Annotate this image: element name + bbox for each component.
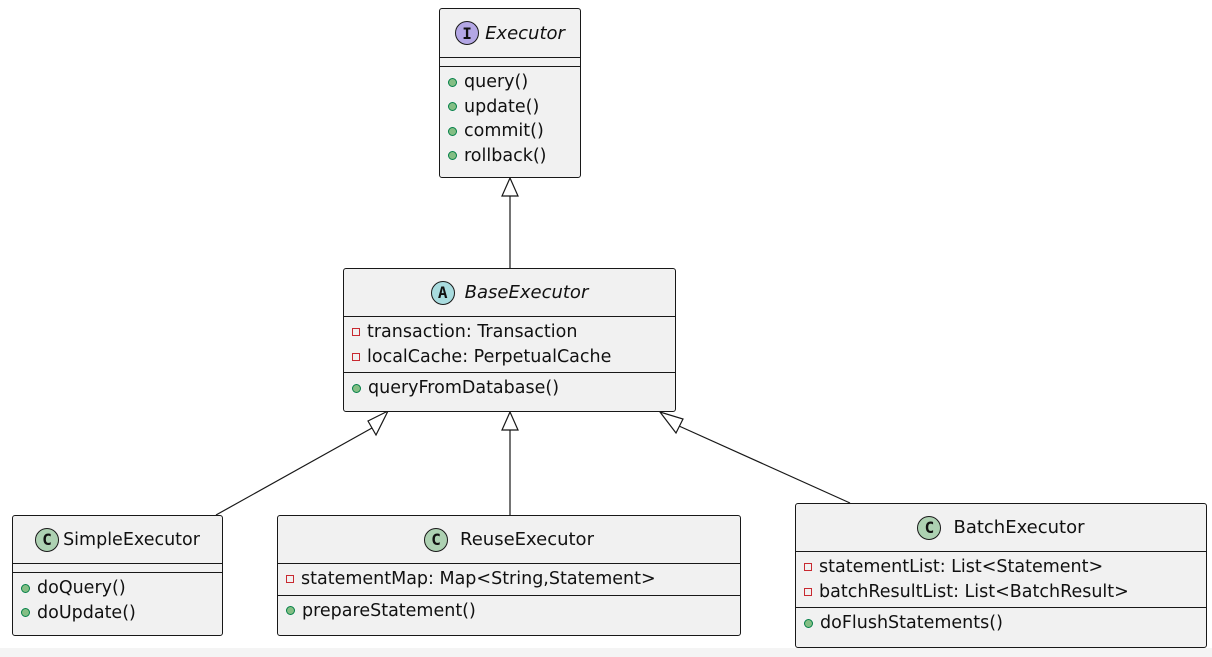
edge-simple-to-base (215, 409, 390, 516)
methods-section: prepareStatement() (278, 596, 740, 627)
methods-section: queryFromDatabase() (344, 373, 675, 404)
field-row: localCache: PerpetualCache (352, 345, 675, 370)
public-icon (804, 618, 813, 628)
public-icon (448, 126, 457, 136)
method-row: doQuery() (21, 576, 222, 601)
class-executor[interactable]: I Executor query() update() commit() rol… (439, 8, 581, 178)
class-header: C ReuseExecutor (278, 516, 740, 564)
method-row: doFlushStatements() (804, 611, 1206, 636)
private-icon (352, 328, 360, 337)
edge-batch-to-base (658, 410, 851, 504)
fields-section: transaction: Transaction localCache: Per… (344, 317, 675, 373)
class-header: I Executor (440, 9, 580, 58)
edge-reuse-to-base (501, 410, 519, 515)
class-header: C SimpleExecutor (13, 516, 222, 564)
method-row: query() (448, 70, 580, 95)
method-row: rollback() (448, 144, 580, 169)
class-header: C BatchExecutor (796, 504, 1206, 552)
canvas-bottom-strip (0, 648, 1212, 657)
public-icon (286, 606, 295, 616)
class-batch-executor[interactable]: C BatchExecutor statementList: List<Stat… (795, 503, 1207, 648)
public-icon (21, 583, 30, 593)
method-row: update() (448, 95, 580, 120)
method-row: commit() (448, 119, 580, 144)
class-simple-executor[interactable]: C SimpleExecutor doQuery() doUpdate() (12, 515, 223, 636)
private-icon (804, 563, 812, 572)
class-icon: C (35, 527, 60, 552)
field-row: batchResultList: List<BatchResult> (804, 580, 1206, 605)
public-icon (352, 383, 361, 393)
class-header: A BaseExecutor (344, 269, 675, 317)
public-icon (21, 608, 30, 618)
private-icon (804, 587, 812, 596)
public-icon (448, 151, 457, 161)
public-icon (448, 102, 457, 112)
private-icon (286, 575, 294, 584)
method-row: doUpdate() (21, 601, 222, 626)
method-row: prepareStatement() (286, 599, 740, 624)
field-row: statementMap: Map<String,Statement> (286, 567, 740, 592)
methods-section: doQuery() doUpdate() (13, 573, 222, 628)
class-icon: C (424, 527, 449, 552)
class-name: ReuseExecutor (460, 529, 594, 550)
methods-section: doFlushStatements() (796, 608, 1206, 639)
private-icon (352, 352, 360, 361)
class-name: BatchExecutor (953, 517, 1085, 538)
fields-section (13, 564, 222, 573)
class-reuse-executor[interactable]: C ReuseExecutor statementMap: Map<String… (277, 515, 741, 636)
field-row: statementList: List<Statement> (804, 555, 1206, 580)
method-row: queryFromDatabase() (352, 376, 675, 401)
methods-section: query() update() commit() rollback() (440, 67, 580, 171)
fields-section (440, 58, 580, 67)
interface-icon: I (455, 21, 480, 45)
fields-section: statementMap: Map<String,Statement> (278, 564, 740, 596)
class-name: SimpleExecutor (63, 529, 200, 550)
abstract-icon: A (430, 280, 455, 305)
public-icon (448, 77, 457, 87)
class-name: Executor (485, 22, 565, 44)
edge-base-to-executor (501, 176, 519, 268)
class-icon: C (917, 515, 942, 540)
class-name: BaseExecutor (464, 282, 589, 303)
field-row: transaction: Transaction (352, 320, 675, 345)
class-base-executor[interactable]: A BaseExecutor transaction: Transaction … (343, 268, 676, 412)
fields-section: statementList: List<Statement> batchResu… (796, 552, 1206, 608)
